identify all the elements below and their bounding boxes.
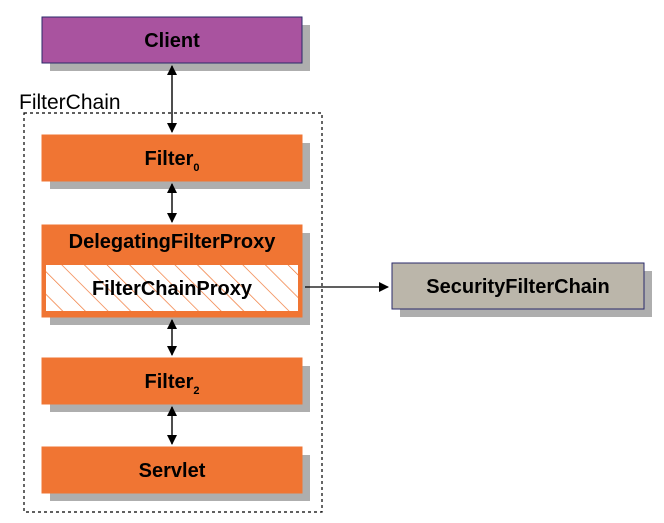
servlet-label: Servlet xyxy=(139,460,206,482)
filter-chain-proxy-label: FilterChainProxy xyxy=(92,278,253,300)
filter-chain-proxy-box: FilterChainProxy xyxy=(46,265,298,311)
filter0-name: Filter xyxy=(144,148,193,170)
filter2-box: Filter2 xyxy=(41,357,310,412)
client-box: Client xyxy=(41,16,310,71)
delegating-filter-proxy-label: DelegatingFilterProxy xyxy=(69,231,277,253)
security-filter-chain-box: SecurityFilterChain xyxy=(391,262,652,317)
filter2-label: Filter2 xyxy=(144,371,199,397)
filter-chain-label: FilterChain xyxy=(19,91,121,114)
client-label: Client xyxy=(144,30,200,52)
filter0-box: Filter0 xyxy=(41,134,310,189)
filter-chain-container: FilterChain xyxy=(19,91,323,513)
filter2-name: Filter xyxy=(144,371,193,393)
filter2-subscript: 2 xyxy=(193,385,199,397)
security-filter-chain-label: SecurityFilterChain xyxy=(426,276,609,298)
filter0-subscript: 0 xyxy=(193,162,199,174)
filter0-label: Filter0 xyxy=(144,148,199,174)
servlet-box: Servlet xyxy=(41,446,310,501)
